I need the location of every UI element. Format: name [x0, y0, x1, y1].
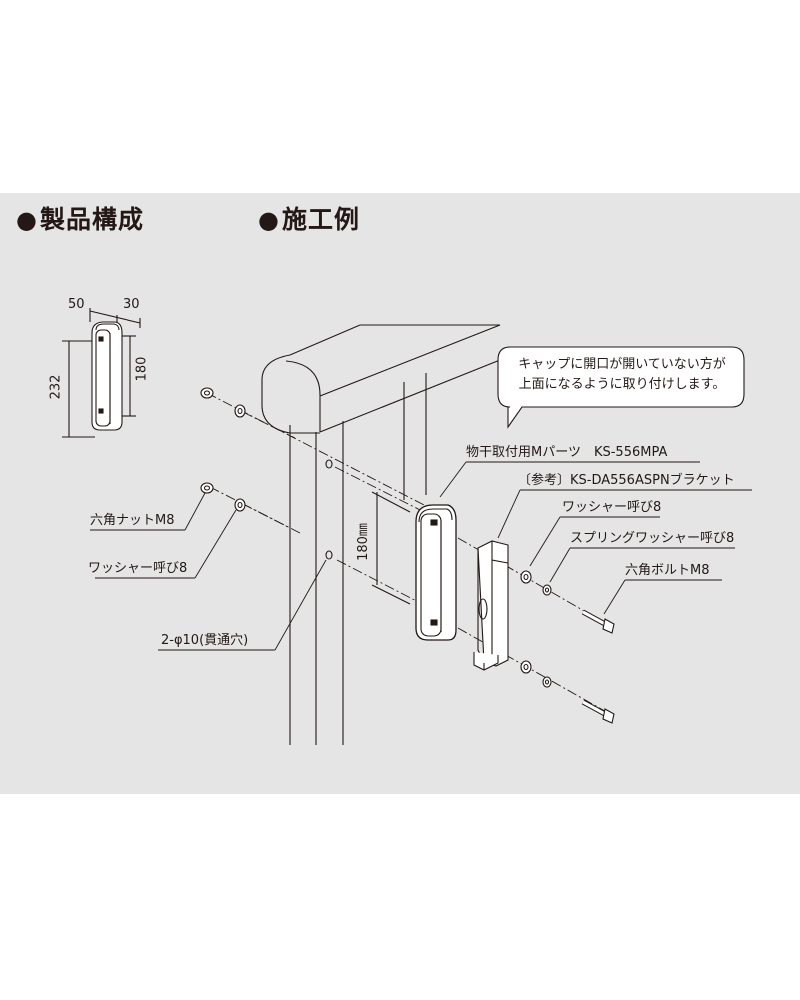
label-m-parts: 物干取付用Mパーツ KS-556MPA — [466, 445, 668, 460]
m-parts-bar — [415, 504, 457, 641]
product-overview — [62, 308, 141, 438]
label-washer-left: ワッシャー呼び8 — [88, 561, 188, 576]
spring-washer-top-icon — [542, 584, 552, 596]
label-spring-washer: スプリングワッシャー呼び8 — [570, 531, 735, 546]
hex-bolt-bottom-icon — [581, 699, 615, 724]
label-hex-nut: 六角ナットM8 — [90, 513, 175, 528]
assembly-axis-lines — [206, 392, 611, 715]
heading-installation-example: ●施工例 — [258, 205, 360, 234]
washer-top-icon — [234, 404, 246, 418]
bracket — [473, 540, 509, 671]
washer-bottom-icon — [234, 498, 246, 512]
hex-nut-bottom-icon — [200, 482, 214, 494]
diagram-panel — [0, 193, 800, 794]
washer-right-top-icon — [520, 570, 532, 584]
callout-text: キャップに開口が開いていない方が 上面になるように取り付けします。 — [518, 357, 726, 392]
heading-product-composition: ●製品構成 — [16, 205, 144, 234]
hex-nut-top-icon — [200, 387, 214, 399]
callout-bubble — [497, 346, 745, 429]
dimension-depth: 30 — [123, 297, 140, 312]
bullet-icon: ● — [258, 206, 280, 234]
dimension-width: 50 — [68, 297, 85, 312]
leader-lines — [90, 461, 752, 651]
bullet-icon: ● — [16, 206, 38, 234]
label-through-holes: 2-φ10(貫通穴) — [161, 633, 249, 648]
label-bracket: 〔参考〕KS-DA556ASPNブラケット — [518, 473, 735, 488]
dimension-height: 232 — [48, 374, 64, 400]
dimension-hole-spacing: 180㎜ — [355, 523, 371, 561]
dimension-inner-height: 180 — [134, 356, 150, 382]
hole-spacing-dimension — [371, 491, 411, 605]
wall-railing — [261, 324, 501, 745]
washer-right-bottom-icon — [520, 660, 532, 674]
spring-washer-bottom-icon — [542, 676, 552, 688]
hex-bolt-top-icon — [581, 609, 615, 634]
label-washer-right: ワッシャー呼び8 — [562, 500, 662, 515]
label-hex-bolt: 六角ボルトM8 — [625, 563, 710, 578]
